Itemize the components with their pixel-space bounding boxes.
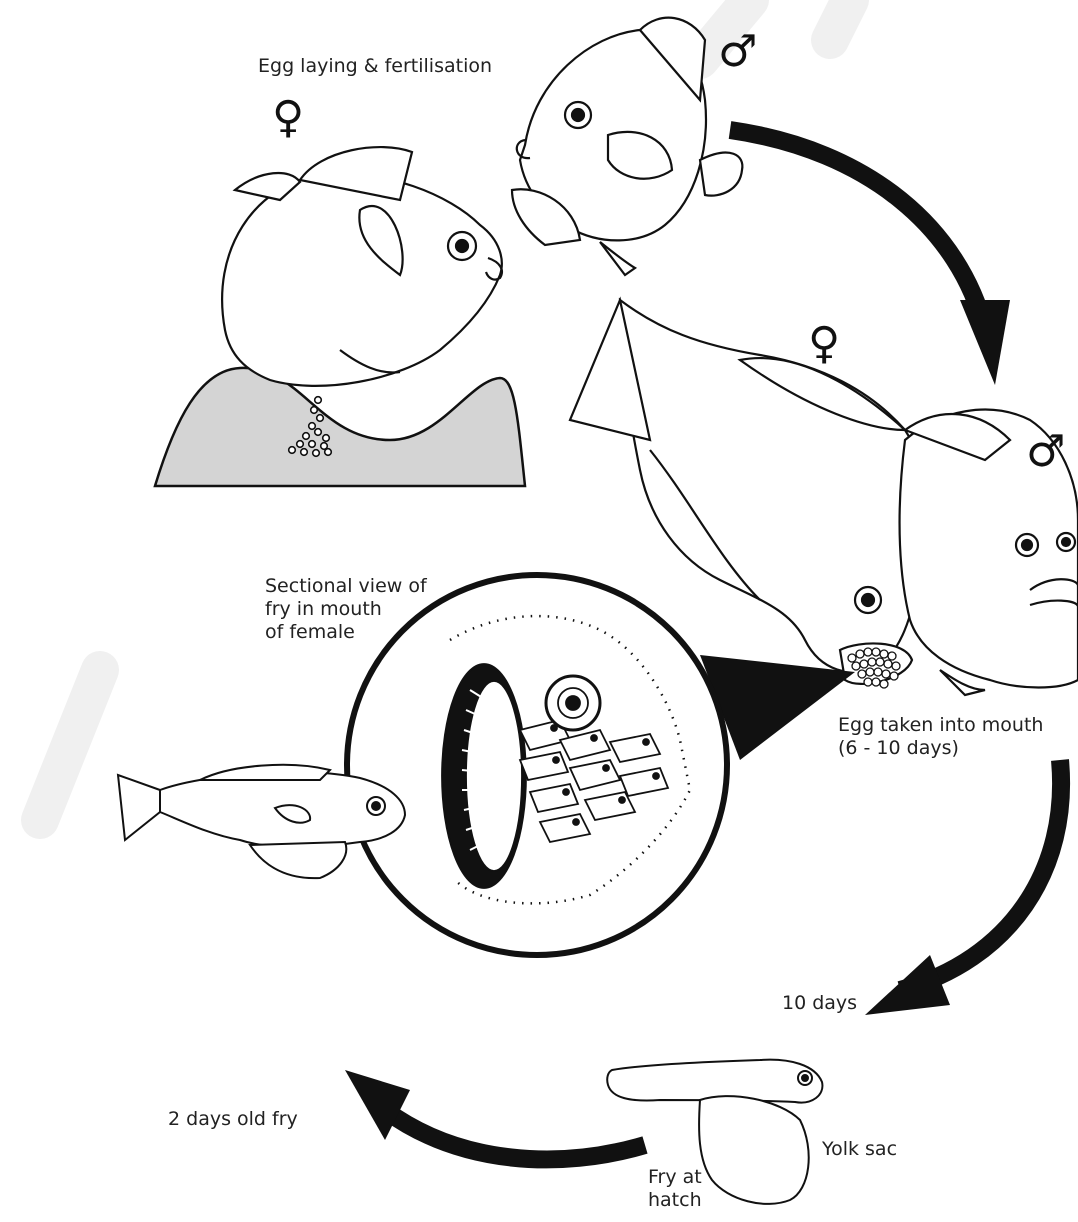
male-symbol-right: ♂ — [1026, 430, 1065, 474]
sectional-view-label: Sectional view of fry in mouth of female — [265, 575, 427, 644]
egg-laying-label: Egg laying & fertilisation — [258, 55, 492, 78]
female-symbol-middle: ♀ — [808, 322, 840, 366]
two-days-fry-art — [118, 765, 405, 878]
arrow-hatch-to-fry — [385, 1110, 645, 1159]
male-symbol-top: ♂ — [718, 30, 757, 74]
female-fish-spawning — [222, 147, 502, 386]
female-symbol-top: ♀ — [272, 96, 304, 140]
arrow-spawn-to-brood — [730, 130, 985, 330]
two-days-fry-label: 2 days old fry — [168, 1108, 298, 1131]
arrow-brood-to-hatch — [900, 760, 1061, 990]
yolk-sac-label: Yolk sac — [822, 1138, 897, 1161]
ten-days-label: 10 days — [782, 992, 857, 1015]
egg-taken-label: Egg taken into mouth (6 - 10 days) — [838, 714, 1043, 760]
fry-at-hatch-label: Fry at hatch — [648, 1166, 702, 1212]
fry-at-hatch-art — [607, 1060, 822, 1204]
